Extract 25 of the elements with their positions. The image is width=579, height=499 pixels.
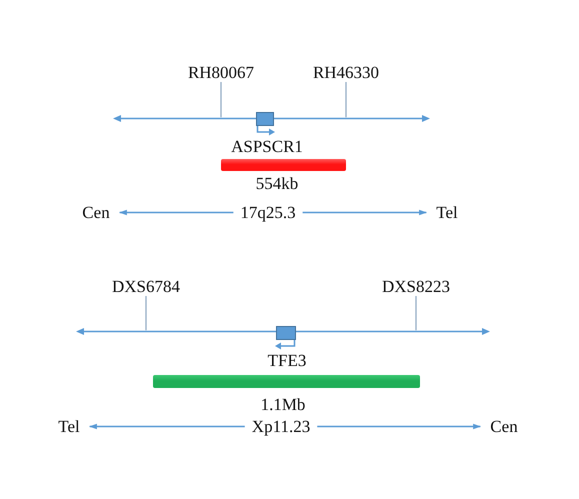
chromosome-line — [76, 328, 490, 334]
arm-label: Cen — [82, 203, 110, 222]
probe-bar — [153, 375, 420, 388]
arm-label: Tel — [436, 203, 458, 222]
gene-box — [256, 112, 274, 126]
arrow — [302, 210, 428, 216]
gene-name: ASPSCR1 — [231, 137, 303, 156]
arm-label: Tel — [58, 417, 80, 436]
arrow — [118, 210, 234, 216]
band-label: Xp11.23 — [252, 417, 310, 436]
arrow — [317, 424, 482, 430]
probe-size-label: 1.1Mb — [260, 395, 306, 414]
band-label: 17q25.3 — [240, 203, 296, 222]
arrow — [88, 424, 245, 430]
marker-label: RH46330 — [312, 63, 380, 82]
leader-line — [220, 82, 222, 118]
probe-size-label: 554kb — [256, 174, 298, 193]
probe-bar — [221, 159, 346, 171]
chromosome-line — [113, 114, 430, 122]
gene-name: TFE3 — [268, 351, 306, 370]
marker-label: DXS6784 — [112, 277, 180, 296]
gene-box — [276, 326, 296, 340]
marker-label: DXS8223 — [382, 277, 450, 296]
arm-label: Cen — [490, 417, 518, 436]
marker-label: RH80067 — [188, 63, 254, 82]
